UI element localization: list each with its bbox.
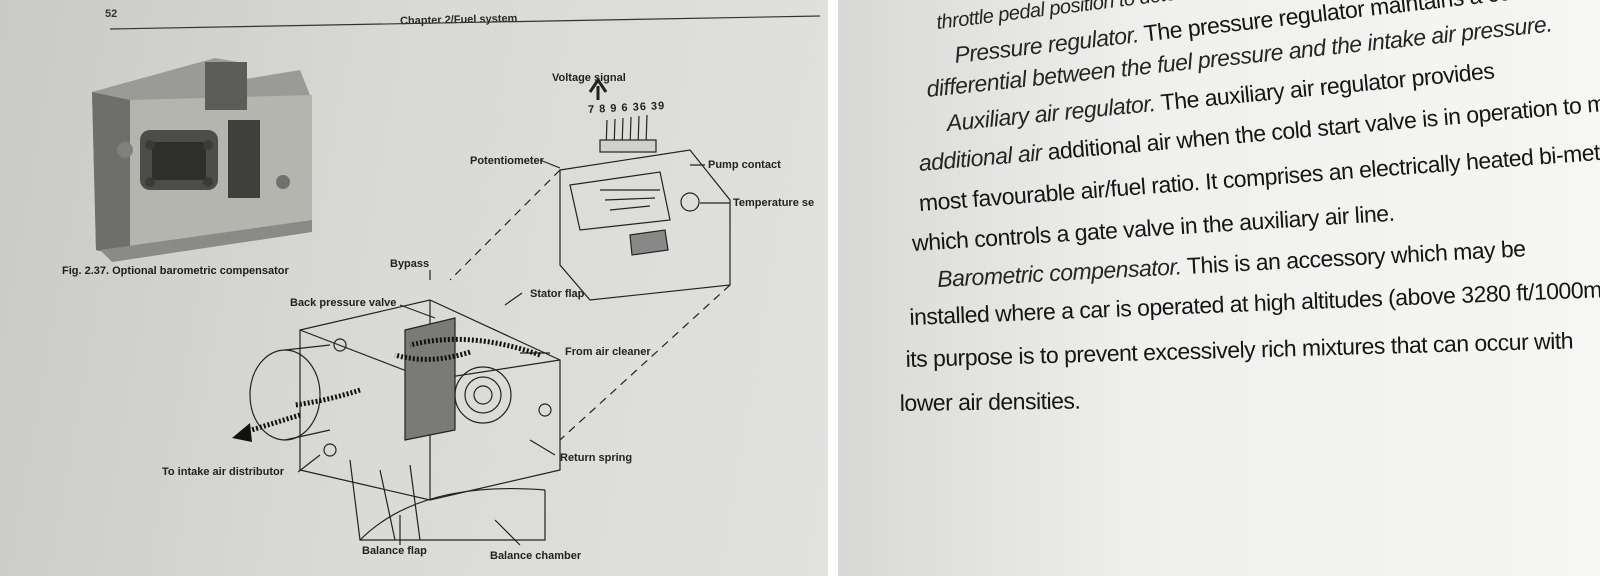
label-pump-contact: Pump contact	[708, 159, 781, 171]
label-return-spring: Return spring	[560, 452, 633, 464]
label-temperature-sensor: Temperature se	[733, 197, 815, 209]
text-line-10: its purpose is to prevent excessively ri…	[905, 327, 1574, 373]
text-line-11: lower air densities.	[899, 387, 1081, 417]
label-voltage-signal: Voltage signal	[552, 72, 626, 84]
label-stator-flap: Stator flap	[530, 288, 585, 300]
label-potentiometer: Potentiometer	[470, 155, 544, 167]
header-rule	[109, 15, 821, 30]
label-back-pressure-valve: Back pressure valve	[290, 297, 397, 309]
label-balance-flap: Balance flap	[362, 545, 427, 557]
compensator-photo	[92, 58, 312, 262]
page-number: 52	[105, 8, 118, 20]
air-flow-meter-schematic	[249, 77, 731, 546]
outlet-arrowhead	[232, 423, 252, 442]
figure-caption: Fig. 2.37. Optional barometric compensat…	[62, 265, 289, 277]
label-bypass: Bypass	[390, 258, 430, 270]
air-flow-arrows	[244, 336, 541, 435]
figure-illustrations	[92, 15, 821, 546]
label-balance-chamber: Balance chamber	[490, 550, 582, 562]
left-page-photo: 52 Chapter 2/Fuel system	[0, 0, 828, 576]
label-from-air-cleaner: From air cleaner	[565, 346, 651, 358]
label-to-intake-air-distributor: To intake air distributor	[162, 466, 285, 478]
right-page-photo: throttle pedal position to determine Pre…	[838, 0, 1600, 576]
